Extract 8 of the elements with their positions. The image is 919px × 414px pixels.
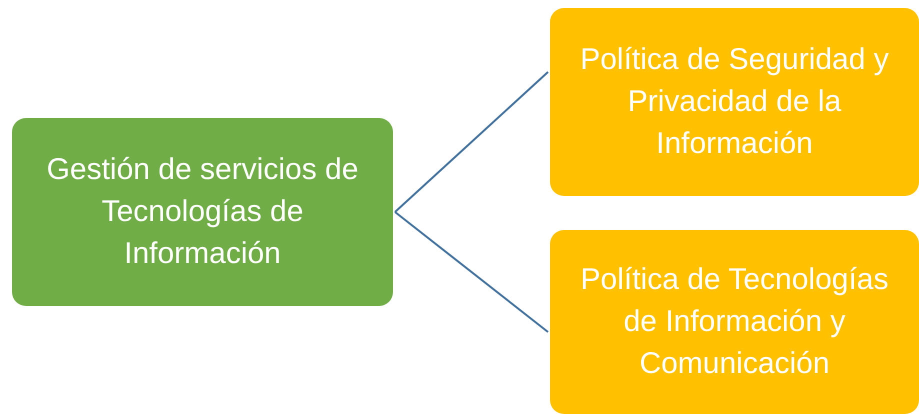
box-label: Política de Tecnologías de Información y Comunicación xyxy=(580,262,890,382)
box-label: Gestión de servicios de Tecnologías de Información xyxy=(46,152,360,272)
process-box xyxy=(12,118,393,306)
process-box xyxy=(550,230,919,414)
connector-line xyxy=(394,71,549,213)
process-box xyxy=(550,8,919,196)
connector-line xyxy=(394,211,549,333)
box-label: Política de Seguridad y Privacidad de la Información xyxy=(579,42,890,162)
